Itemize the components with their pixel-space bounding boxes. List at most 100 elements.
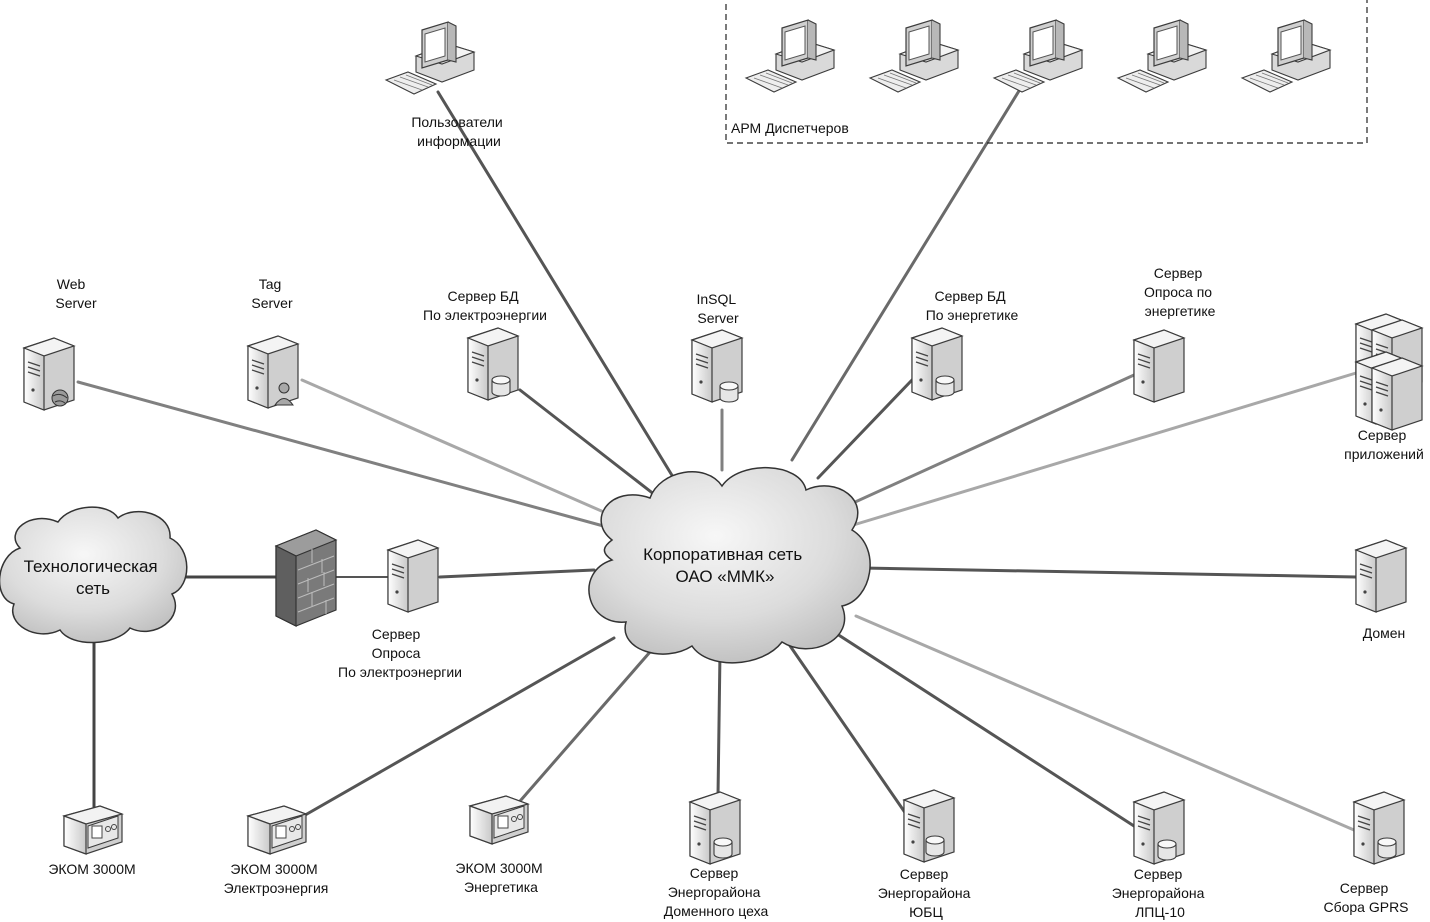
svg-text:Корпоративная сеть ОАО «: Корпоративная сеть ОАО «ММК»: [643, 545, 807, 586]
link-domain-shop: [716, 650, 722, 798]
svg-text:Сервер Энергорайона: Сервер Энергорайона ЮБЦ: [878, 866, 975, 920]
links: [76, 84, 1368, 832]
link-info-users: [436, 90, 686, 497]
link-gprs: [854, 614, 1356, 832]
server-cluster-icon: [1355, 313, 1423, 431]
workstation-icon: [1241, 19, 1331, 93]
node-insql: InSQL Server: [691, 291, 743, 403]
node-ekom-electro: ЭКОМ 3000М Электроэнергия: [224, 805, 329, 896]
node-label-line: По энергетике: [926, 307, 1019, 323]
cloud-label-line: Корпоративная сеть: [643, 545, 802, 564]
link-ekom-energy: [512, 650, 652, 810]
node-gprs: Сервер Сбора GPRS: [1323, 791, 1409, 915]
svg-text:Сервер Энергорайона: Сервер Энергорайона Доменного цеха: [664, 865, 769, 919]
database-icon: [1377, 837, 1397, 859]
node-app-server: Сервер приложений: [1344, 313, 1424, 462]
dispatcher-group-label: АРМ Диспетчеров: [731, 120, 849, 136]
node-label-line: Сервер БД: [935, 288, 1007, 304]
svg-text:Сервер Опроса По э: Сервер Опроса По электроэнергии: [338, 626, 462, 680]
link-ekom-electro: [298, 636, 616, 820]
node-label-line: Сервер: [1134, 866, 1183, 882]
link-db-electro: [518, 388, 666, 504]
svg-text:ЭКОМ 3000М Энергетика: ЭКОМ 3000М Энергетика: [455, 860, 546, 895]
svg-text:ЭКОМ 3000М Электроэнерги: ЭКОМ 3000М Электроэнергия: [224, 861, 329, 896]
node-label-line: Энергорайона: [1112, 885, 1205, 901]
node-label-line: InSQL: [696, 291, 736, 307]
node-label-line: Опроса по: [1144, 284, 1212, 300]
workstation-icon: [993, 19, 1083, 93]
svg-text:Сервер Энергорайона: Сервер Энергорайона ЛПЦ-10: [1112, 866, 1209, 920]
tag-server-icon: [247, 335, 299, 409]
node-label-line: Сервер: [1358, 427, 1407, 443]
svg-text:Сервер приложений: Сервер приложений: [1344, 427, 1424, 462]
workstation-icon: [745, 19, 835, 93]
cloud-label-line: ОАО «ММК»: [676, 567, 775, 586]
meter-icon: [63, 805, 123, 855]
link-domain: [860, 566, 1358, 579]
node-label-line: Server: [697, 310, 739, 326]
node-label-line: Доменного цеха: [664, 903, 769, 919]
node-label-line: Опроса: [372, 645, 421, 661]
link-lpc10: [832, 630, 1136, 828]
link-tag-server: [300, 378, 624, 522]
node-ekom-energy: ЭКОМ 3000М Энергетика: [455, 795, 546, 895]
link-yubc: [784, 638, 908, 816]
server-icon: [1133, 329, 1185, 403]
database-icon: [719, 381, 739, 403]
dispatcher-group-border: [725, 0, 1368, 144]
node-label-line: ЭКОМ 3000М: [230, 861, 317, 877]
node-web-server: Web Server: [23, 276, 97, 411]
node-label-line: Сервер: [900, 866, 949, 882]
node-label-line: Сбора GPRS: [1323, 899, 1408, 915]
database-icon: [1157, 839, 1177, 861]
node-domain: Домен: [1355, 539, 1407, 641]
cloud-label-line: Технологическая: [24, 557, 158, 576]
node-label-line: Сервер: [1340, 880, 1389, 896]
svg-text:Сервер Опроса по э: Сервер Опроса по энергетике: [1144, 265, 1216, 319]
firewall-icon: [274, 529, 338, 627]
svg-text:Сервер БД По энергетике: Сервер БД По энергетике: [926, 288, 1019, 323]
svg-text:Технологическая сеть: Технологическая сеть: [24, 557, 163, 598]
cloud-label-line: сеть: [76, 579, 110, 598]
node-db-energy: Сервер БД По энергетике: [911, 288, 1019, 401]
node-label-line: По электроэнергии: [423, 307, 547, 323]
node-label-line: приложений: [1344, 446, 1424, 462]
node-label-line: энергетике: [1145, 303, 1216, 319]
tech-network-cloud: Технологическая сеть: [0, 506, 188, 644]
link-arm-dispatchers: [790, 84, 1024, 462]
svg-text:Пользователи информации: Пользователи информации: [411, 114, 506, 149]
server-icon: [1355, 539, 1407, 613]
link-poll-electro: [438, 568, 596, 579]
link-web-server: [76, 380, 620, 532]
database-icon: [713, 837, 733, 859]
corporate-network-cloud: Корпоративная сеть ОАО «ММК»: [588, 466, 871, 664]
meter-icon: [469, 795, 529, 845]
node-label-line: Энергорайона: [668, 884, 761, 900]
node-label-line: Пользователи: [411, 114, 502, 130]
node-label-line: Web: [57, 276, 86, 292]
database-icon: [491, 375, 511, 397]
node-label-line: ЛПЦ-10: [1135, 904, 1185, 920]
node-label-line: Сервер БД: [448, 288, 520, 304]
server-icon: [387, 539, 439, 613]
link-app-server: [848, 368, 1368, 528]
node-label-line: информации: [417, 133, 501, 149]
node-label-line: Tag: [259, 276, 282, 292]
node-label-line: ЭКОМ 3000М: [455, 860, 542, 876]
node-ekom: ЭКОМ 3000М: [48, 805, 136, 877]
svg-text:Сервер Сбора GPRS: Сервер Сбора GPRS: [1323, 880, 1408, 915]
link-db-energy: [816, 378, 914, 480]
node-lpc10: Сервер Энергорайона ЛПЦ-10: [1112, 791, 1209, 920]
svg-text:InSQL Server: InSQL Server: [696, 291, 739, 326]
node-db-electro: Сервер БД По электроэнергии: [423, 288, 547, 401]
node-label-line: Сервер: [1154, 265, 1203, 281]
node-label-line: Сервер: [372, 626, 421, 642]
node-label-line: По электроэнергии: [338, 664, 462, 680]
meter-icon: [247, 805, 307, 855]
link-poll-energy: [840, 373, 1136, 510]
node-label-line: Электроэнергия: [224, 880, 329, 896]
node-poll-electro: Сервер Опроса По электроэнергии: [338, 539, 462, 680]
node-yubc: Сервер Энергорайона ЮБЦ: [878, 789, 975, 920]
